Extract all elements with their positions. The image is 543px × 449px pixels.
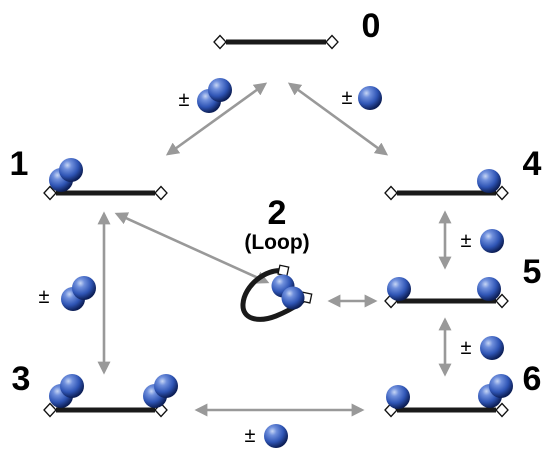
sphere — [72, 276, 96, 300]
state-label-3: 3 — [12, 360, 31, 398]
plus-minus-symbol: ± — [342, 87, 353, 109]
sphere — [386, 385, 410, 409]
state-0: 0 — [213, 7, 381, 50]
sphere — [59, 158, 83, 182]
state-label-1: 1 — [10, 145, 29, 183]
rod-end-left — [213, 34, 227, 50]
sphere — [264, 424, 288, 448]
sphere — [480, 229, 504, 253]
state-label-4: 4 — [523, 145, 542, 183]
sphere — [477, 277, 501, 301]
sphere — [60, 374, 84, 398]
arrow-1-2 — [114, 212, 270, 284]
sphere — [154, 374, 178, 398]
arrow-0-4 — [287, 82, 389, 156]
state-5: 5 — [384, 253, 542, 309]
rod-end-left — [43, 185, 57, 201]
state-label-0: 0 — [362, 7, 381, 45]
sphere — [387, 277, 411, 301]
transition-label-1-0: ± — [179, 78, 232, 113]
rod-end — [277, 264, 290, 277]
state-4: 4 — [384, 145, 542, 201]
state-label-2: 2 — [268, 194, 287, 232]
plus-minus-symbol: ± — [39, 286, 50, 308]
rod-end-right — [495, 402, 509, 418]
transition-label-4-5: ± — [461, 229, 504, 253]
transition-arrows — [97, 82, 452, 417]
sphere — [477, 169, 501, 193]
state-label-6: 6 — [523, 360, 542, 398]
rod-end-right — [495, 185, 509, 201]
transition-label-1-3: ± — [39, 276, 96, 311]
state-3: 3 — [12, 360, 178, 418]
sphere — [480, 336, 504, 360]
plus-minus-symbol: ± — [461, 230, 472, 252]
sphere — [489, 374, 513, 398]
state-sublabel-2: (Loop) — [244, 231, 309, 254]
arrow-1-0 — [165, 82, 268, 156]
state-2: 2 (Loop) — [240, 194, 313, 322]
rod-end-left — [43, 402, 57, 418]
rod-end-left — [384, 185, 398, 201]
sphere — [208, 78, 232, 102]
rod-end-right — [325, 34, 339, 50]
state-1: 1 — [10, 145, 168, 201]
transition-label-5-6: ± — [461, 336, 504, 360]
plus-minus-symbol: ± — [461, 337, 472, 359]
state-label-5: 5 — [523, 253, 542, 291]
plus-minus-symbol: ± — [245, 425, 256, 447]
sphere — [358, 86, 382, 110]
rod-end-right — [495, 293, 509, 309]
plus-minus-symbol: ± — [179, 89, 190, 111]
rod-end-right — [154, 185, 168, 201]
transition-label-0-4: ± — [342, 86, 382, 110]
state-6: 6 — [384, 360, 542, 418]
sphere — [281, 286, 305, 310]
transition-label-3-6: ± — [245, 424, 288, 448]
